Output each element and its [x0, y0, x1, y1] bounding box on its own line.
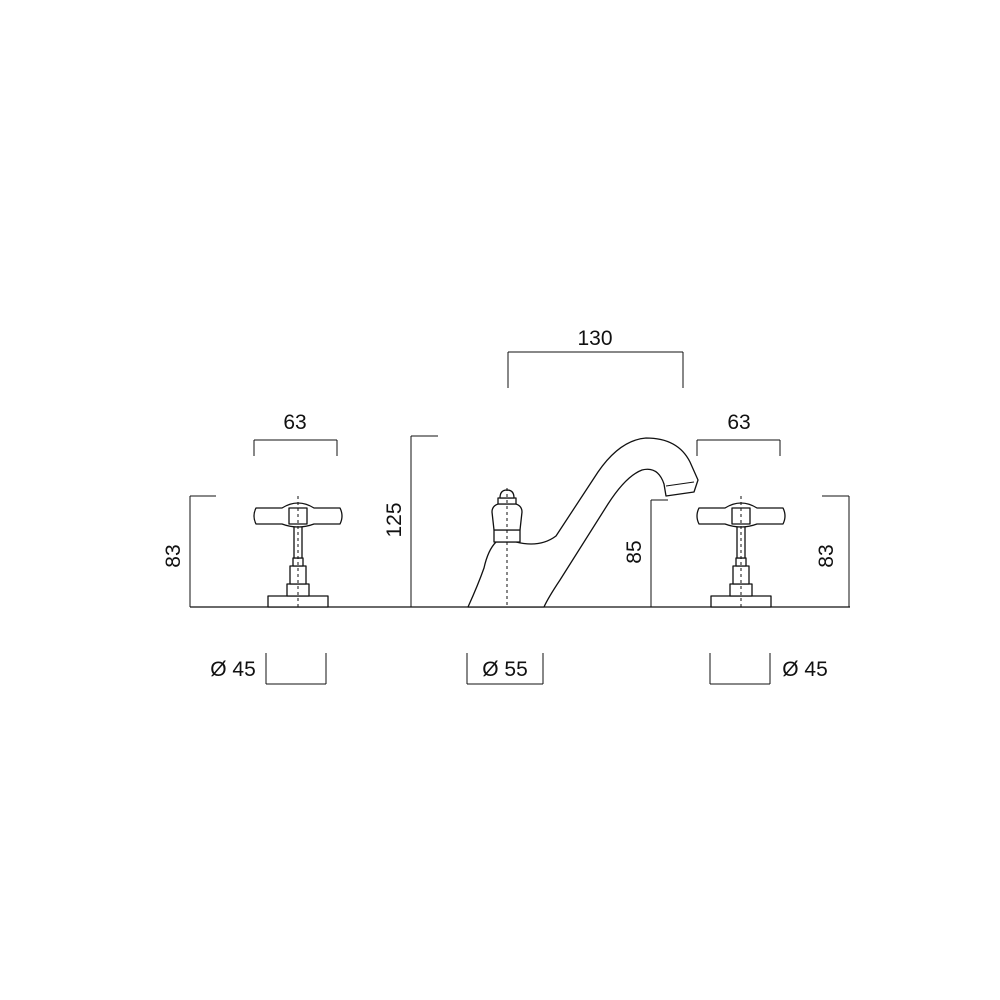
- dim-label-handle-width-right: 63: [727, 411, 750, 434]
- dim-handle-width-left: 63: [253, 411, 338, 456]
- dim-base-diameter-center: Ø 55: [466, 653, 544, 685]
- dim-label-base-diameter-left: Ø 45: [210, 658, 256, 681]
- dim-label-spout-reach: 130: [577, 327, 612, 350]
- left-cross-handle-valve: [253, 496, 343, 608]
- dim-label-handle-height-left: 83: [162, 544, 185, 567]
- dim-handle-width-right: 63: [696, 411, 781, 456]
- dim-base-diameter-right: Ø 45: [709, 653, 828, 685]
- dim-spout-height: 125: [383, 435, 438, 607]
- spout-body: [467, 437, 699, 608]
- dim-label-base-diameter-right: Ø 45: [782, 658, 828, 681]
- dim-handle-height-right: 83: [815, 495, 850, 607]
- right-valve-stem: [736, 524, 746, 559]
- dim-label-spout-height: 125: [383, 502, 406, 537]
- spout-aerator-line: [665, 481, 695, 487]
- dim-handle-height-left: 83: [162, 495, 216, 607]
- dim-spout-reach: 130: [507, 327, 684, 388]
- dim-label-handle-height-right: 83: [815, 544, 838, 567]
- dim-spout-outlet-height: 85: [623, 499, 668, 607]
- center-spout: [467, 437, 699, 608]
- dim-base-diameter-left: Ø 45: [210, 653, 327, 685]
- dim-label-spout-outlet-height: 85: [623, 540, 646, 563]
- right-cross-handle-valve: [696, 496, 786, 608]
- left-valve-stem: [293, 524, 303, 559]
- dim-label-handle-width-left: 63: [283, 411, 306, 434]
- dim-label-base-diameter-center: Ø 55: [482, 658, 528, 681]
